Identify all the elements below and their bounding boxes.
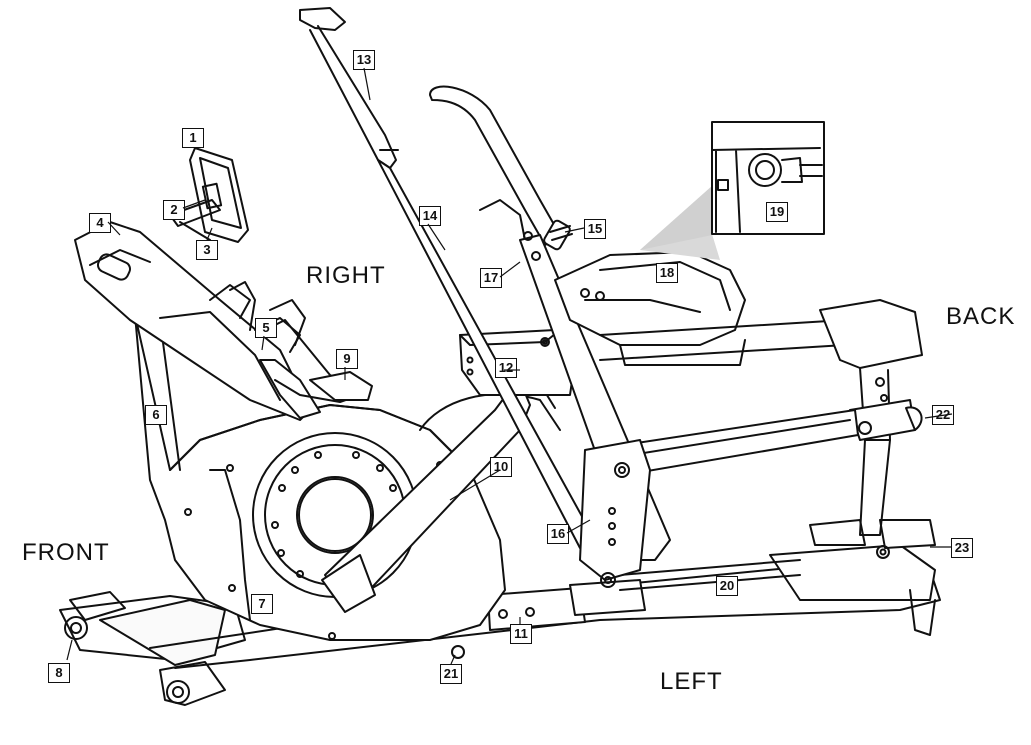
callout-6: 6	[145, 405, 167, 425]
pivot-bracket	[579, 439, 651, 588]
callout-4: 4	[89, 213, 111, 233]
callout-9: 9	[336, 349, 358, 369]
callout-17: 17	[480, 268, 502, 288]
callout-1: 1	[182, 128, 204, 148]
linkage-cover	[309, 371, 373, 401]
callout-10: 10	[490, 457, 512, 477]
inset-detail	[640, 121, 825, 260]
callout-8: 8	[48, 663, 70, 683]
callout-23: 23	[951, 538, 973, 558]
direction-label-left: LEFT	[660, 668, 723, 695]
callout-15: 15	[584, 219, 606, 239]
callout-18: 18	[656, 263, 678, 283]
callout-21: 21	[440, 664, 462, 684]
callout-19: 19	[766, 202, 788, 222]
callout-14: 14	[419, 206, 441, 226]
direction-label-front: FRONT	[22, 539, 110, 566]
callout-2: 2	[163, 200, 185, 220]
callout-16: 16	[547, 524, 569, 544]
callout-5: 5	[255, 318, 277, 338]
callout-7: 7	[251, 594, 273, 614]
direction-label-back: BACK	[946, 303, 1016, 330]
pedal-arm	[321, 389, 556, 613]
front-wheels	[64, 616, 226, 706]
callout-3: 3	[196, 240, 218, 260]
seat	[554, 251, 746, 366]
seat-adjust-knob	[543, 219, 573, 251]
callout-11: 11	[510, 624, 532, 644]
seat-rail	[599, 299, 923, 536]
callout-20: 20	[716, 576, 738, 596]
frame-bolts	[451, 545, 890, 659]
callout-12: 12	[495, 358, 517, 378]
direction-label-right: RIGHT	[306, 262, 386, 289]
console-display	[169, 147, 249, 251]
rear-cover-arch	[419, 393, 561, 431]
